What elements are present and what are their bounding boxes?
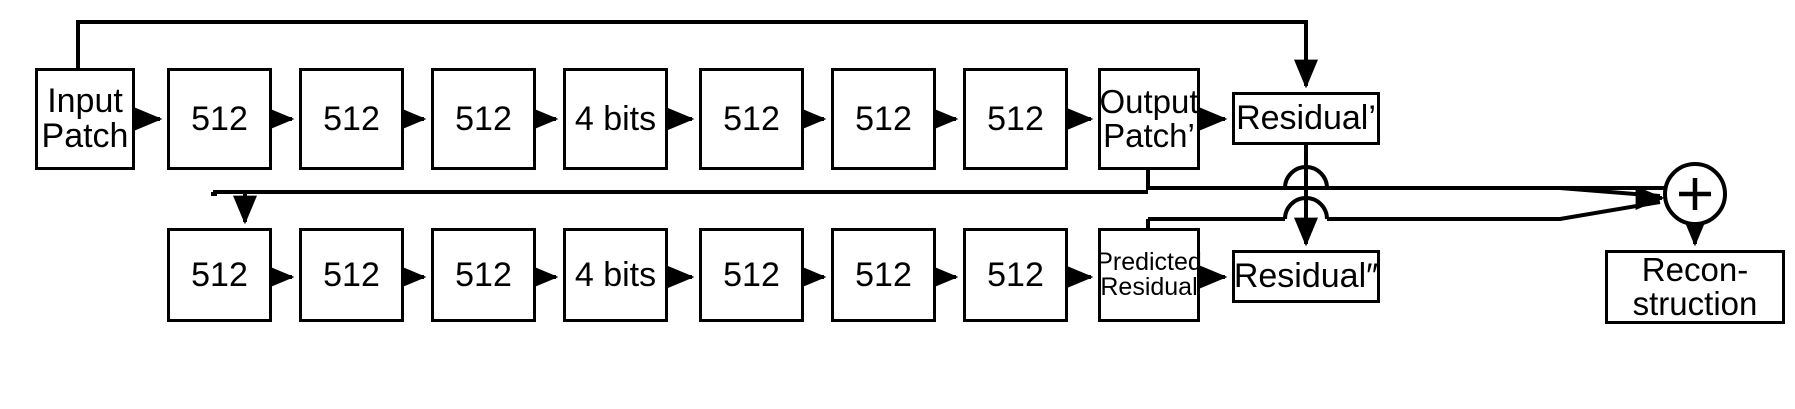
node-input-patch[interactable]: Input Patch — [35, 68, 135, 170]
node-label: 512 — [191, 255, 248, 294]
node-label: 512 — [723, 255, 780, 294]
edge-merge-upper-into-sum — [1148, 186, 1661, 198]
node-label: 512 — [455, 255, 512, 294]
node-label: 512 — [323, 255, 380, 294]
node-label: 512 — [987, 255, 1044, 294]
node-dec2-512[interactable]: 512 — [831, 68, 936, 170]
node-label: 512 — [455, 99, 512, 138]
node-dec1-512[interactable]: 512 — [699, 68, 804, 170]
node-label: Residual’ — [1236, 99, 1376, 138]
node-enc1-512[interactable]: 512 — [167, 68, 272, 170]
node-label: 4 bits — [574, 99, 657, 138]
node-p-bottleneck-4bits[interactable]: 4 bits — [563, 228, 668, 322]
node-output-patch[interactable]: Output Patch’ — [1098, 68, 1200, 170]
edge-output-patch-to-stage2 — [1146, 170, 1700, 190]
node-p-dec1-512[interactable]: 512 — [699, 228, 804, 322]
hop-arc-upper — [1283, 165, 1329, 189]
node-p-enc3-512[interactable]: 512 — [431, 228, 536, 322]
node-label-line: Input — [47, 82, 123, 121]
node-label-line: Output — [1099, 83, 1199, 121]
node-residual-double-prime[interactable]: Residual″ — [1232, 250, 1380, 303]
node-residual-prime[interactable]: Residual’ — [1232, 92, 1380, 145]
edge-skip-input-to-residual-prime — [76, 20, 1318, 89]
node-label: 512 — [855, 99, 912, 138]
node-p-dec3-512[interactable]: 512 — [963, 228, 1068, 322]
hop-arc-lower — [1283, 196, 1329, 220]
node-p-dec2-512[interactable]: 512 — [831, 228, 936, 322]
node-label-line: Patch’ — [1103, 117, 1195, 154]
node-label-line: Patch — [41, 117, 129, 155]
node-label: 512 — [855, 255, 912, 294]
node-label-line: Residual — [1100, 273, 1198, 301]
node-p-enc1-512[interactable]: 512 — [167, 228, 272, 322]
node-predicted-residual[interactable]: Predicted Residual — [1096, 228, 1202, 322]
node-label: 512 — [723, 99, 780, 138]
node-dec3-512[interactable]: 512 — [963, 68, 1068, 170]
node-label: Residual″ — [1233, 257, 1379, 296]
node-label-line: Recon- — [1641, 251, 1749, 289]
node-bottleneck-4bits[interactable]: 4 bits — [563, 68, 668, 170]
node-label: 512 — [987, 99, 1044, 138]
node-enc3-512[interactable]: 512 — [431, 68, 536, 170]
plus-icon — [1679, 178, 1711, 210]
node-reconstruction[interactable]: Recon- struction — [1605, 250, 1785, 324]
node-p-enc2-512[interactable]: 512 — [299, 228, 404, 322]
edge-merge-lower-into-sum — [1148, 200, 1661, 221]
node-label: 4 bits — [574, 255, 657, 294]
node-label-line: Predicted — [1096, 247, 1202, 276]
node-enc2-512[interactable]: 512 — [299, 68, 404, 170]
node-label-line: struction — [1632, 285, 1758, 322]
node-label: 512 — [323, 99, 380, 138]
node-label: 512 — [191, 99, 248, 138]
